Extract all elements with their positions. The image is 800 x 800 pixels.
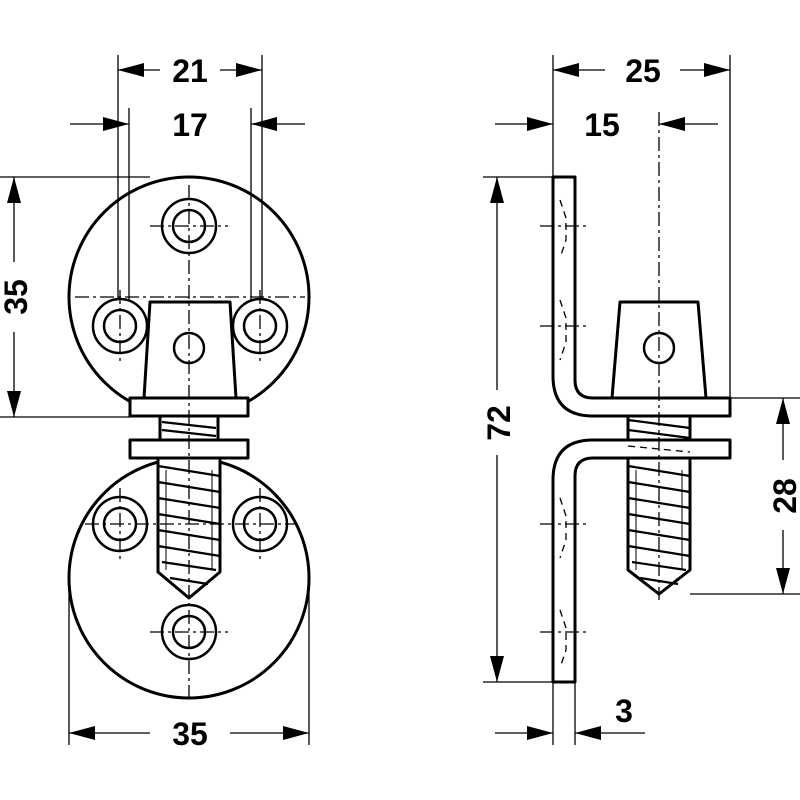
dim-front-35-horizontal: 35 <box>68 578 310 752</box>
front-center-lines <box>75 185 305 700</box>
dim-label-35-horizontal: 35 <box>172 716 208 752</box>
dim-label-17: 17 <box>172 107 208 143</box>
front-view: 21 17 35 <box>0 53 311 752</box>
dim-front-17: 17 <box>70 107 305 300</box>
dim-side-25: 25 <box>552 53 731 398</box>
side-view: 25 15 72 28 <box>481 53 800 745</box>
dim-label-72: 72 <box>481 405 517 441</box>
dim-label-35-vertical: 35 <box>0 279 34 315</box>
dim-label-3: 3 <box>615 693 633 729</box>
dim-side-15: 15 <box>495 107 718 143</box>
side-hidden-holes <box>559 199 567 669</box>
dim-front-35-vertical: 35 <box>0 176 150 418</box>
side-plate-center-lines <box>540 225 590 633</box>
dim-side-72: 72 <box>481 176 553 683</box>
dim-label-21: 21 <box>172 53 208 89</box>
dim-side-28: 28 <box>690 397 800 595</box>
dim-side-3: 3 <box>495 682 645 745</box>
dim-label-25: 25 <box>625 53 661 89</box>
dim-label-15: 15 <box>584 107 620 143</box>
dim-label-28: 28 <box>767 478 800 514</box>
side-lower-plate <box>551 438 732 684</box>
side-upper-plate <box>551 175 732 418</box>
